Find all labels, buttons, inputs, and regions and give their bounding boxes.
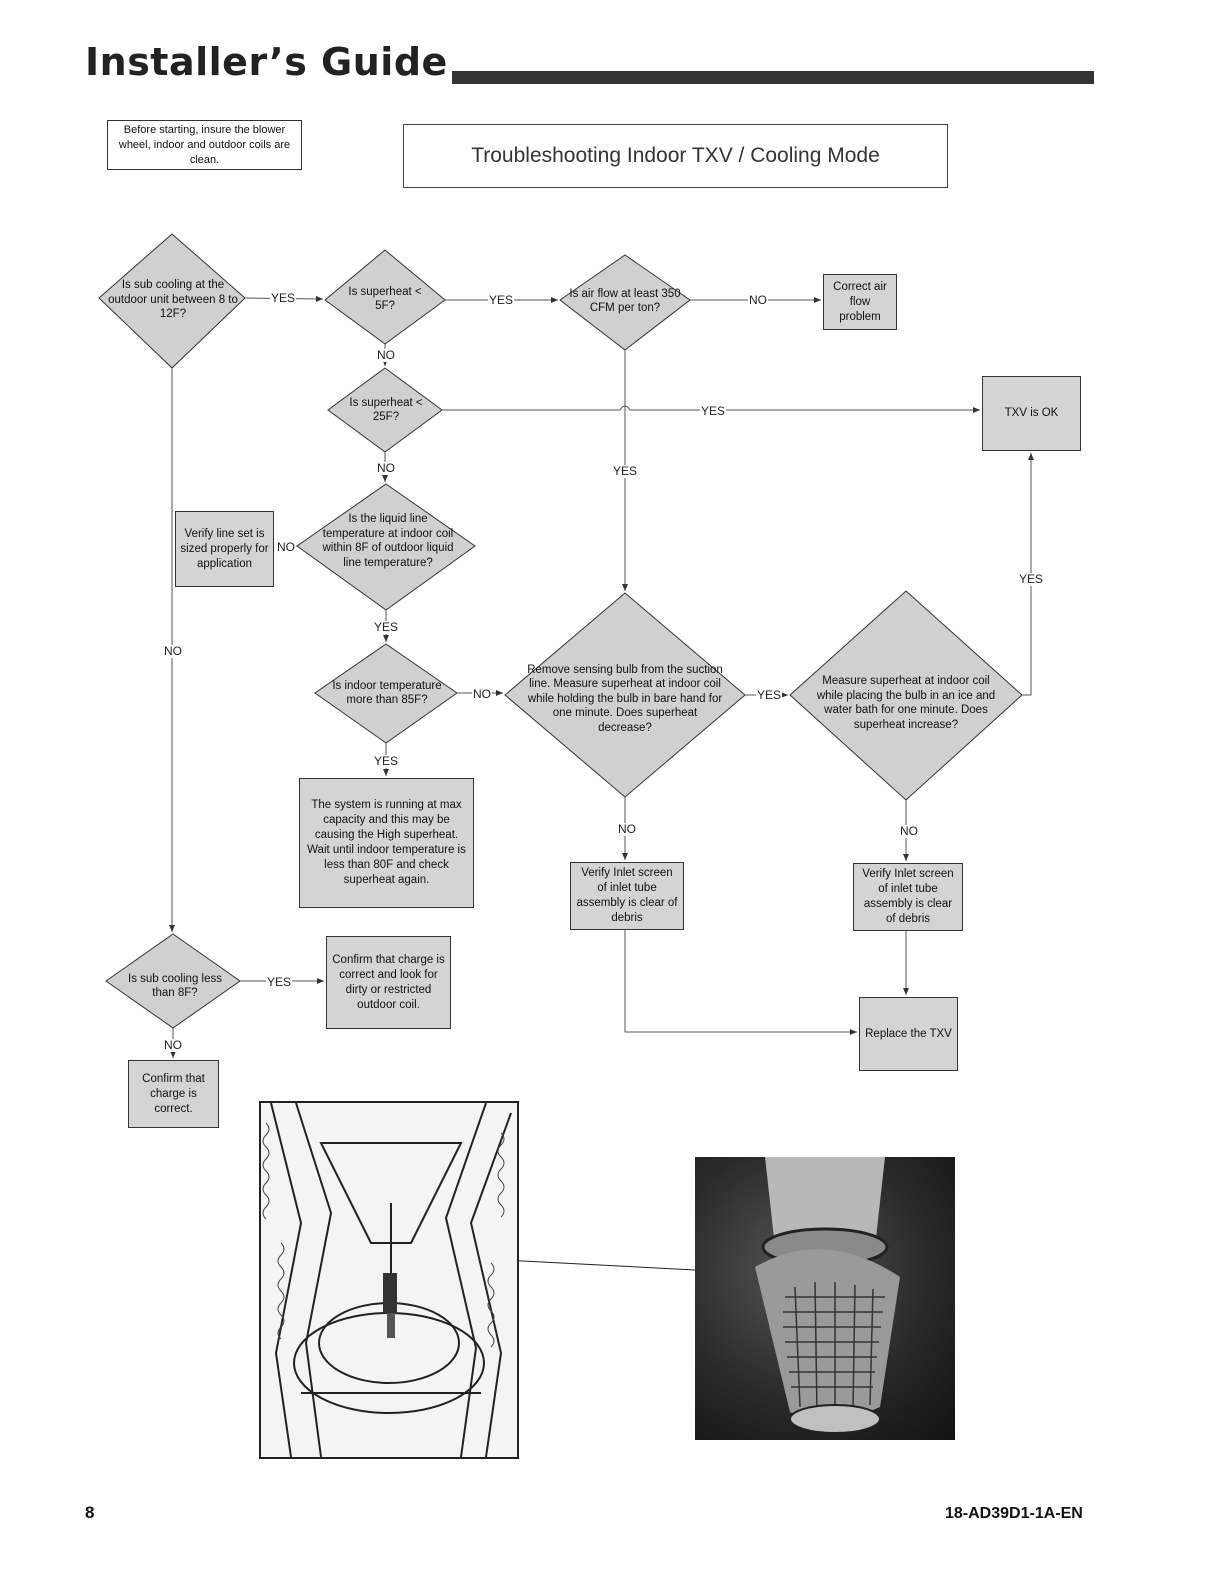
edge-label-no: NO xyxy=(617,822,637,836)
edge-label-yes: YES xyxy=(266,975,293,989)
decision-bulb-ice: Measure superheat at indoor coil while p… xyxy=(816,675,996,731)
edge-label-yes: YES xyxy=(1018,572,1045,586)
action-verify-line-set: Verify line set is sized properly for ap… xyxy=(175,511,274,587)
edge-label-yes: YES xyxy=(373,754,400,768)
action-charge-dirty-coil: Confirm that charge is correct and look … xyxy=(326,936,451,1029)
pre-check-note: Before starting, insure the blower wheel… xyxy=(107,120,302,170)
edge-label-no: NO xyxy=(163,1038,183,1052)
action-replace-txv: Replace the TXV xyxy=(859,997,958,1071)
inlet-screen-photo xyxy=(695,1157,955,1440)
edge-label-yes: YES xyxy=(612,464,639,478)
decision-indoor-temp: Is indoor temperature more than 85F? xyxy=(332,679,442,707)
page-title: Installer’s Guide xyxy=(85,40,448,84)
decision-subcooling-range: Is sub cooling at the outdoor unit betwe… xyxy=(108,279,238,321)
edge-label-yes: YES xyxy=(270,291,297,305)
action-verify-screen-2: Verify Inlet screen of inlet tube assemb… xyxy=(853,863,963,931)
edge-label-no: NO xyxy=(376,461,396,475)
edge-label-no: NO xyxy=(163,644,183,658)
document-code: 18-AD39D1-1A-EN xyxy=(945,1505,1083,1522)
edge-label-yes: YES xyxy=(756,688,783,702)
edge-label-no: NO xyxy=(472,687,492,701)
decision-bulb-hand: Remove sensing bulb from the suction lin… xyxy=(527,663,723,734)
action-verify-screen-1: Verify Inlet screen of inlet tube assemb… xyxy=(570,862,684,930)
edge-label-no: NO xyxy=(376,348,396,362)
page-number: 8 xyxy=(85,1503,95,1522)
flowchart-title: Troubleshooting Indoor TXV / Cooling Mod… xyxy=(403,124,948,188)
action-max-capacity: The system is running at max capacity an… xyxy=(299,778,474,908)
decision-liquid-line: Is the liquid line temperature at indoor… xyxy=(322,513,454,569)
result-txv-ok: TXV is OK xyxy=(982,376,1081,451)
edge-label-no: NO xyxy=(899,824,919,838)
header-rule xyxy=(452,71,1094,84)
edge-label-no: NO xyxy=(748,293,768,307)
decision-superheat-25: Is superheat < 25F? xyxy=(349,396,423,424)
decision-airflow: Is air flow at least 350 CFM per ton? xyxy=(569,287,681,315)
decision-subcooling-less: Is sub cooling less than 8F? xyxy=(128,972,222,1000)
decision-superheat-5: Is superheat < 5F? xyxy=(348,285,422,313)
action-charge-correct: Confirm that charge is correct. xyxy=(128,1060,219,1128)
action-correct-airflow: Correct air flow problem xyxy=(823,274,897,330)
edge-label-yes: YES xyxy=(700,404,727,418)
edge-label-yes: YES xyxy=(373,620,400,634)
edge-label-no: NO xyxy=(276,540,296,554)
edge-label-yes: YES xyxy=(488,293,515,307)
coil-diagram-image xyxy=(259,1101,519,1459)
